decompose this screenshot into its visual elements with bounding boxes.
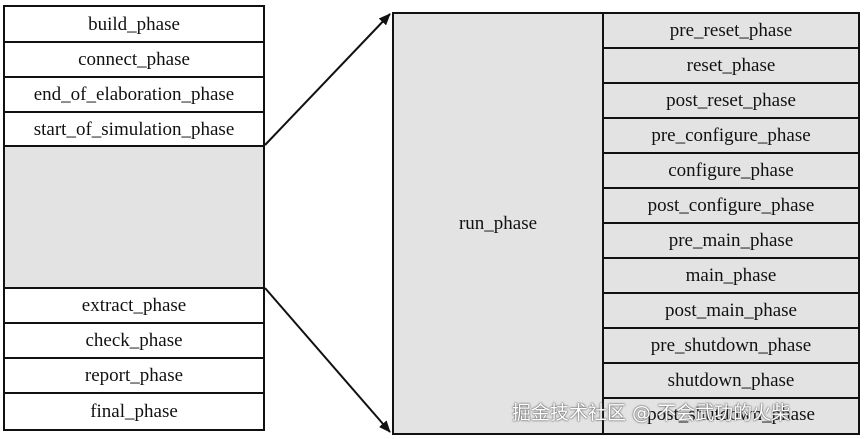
run-phase-detail: run_phase pre_reset_phase reset_phase po… (392, 12, 860, 435)
pre-configure-phase-cell: pre_configure_phase (604, 119, 858, 154)
pre-reset-phase-cell: pre_reset_phase (604, 14, 858, 49)
phase-list: build_phase connect_phase end_of_elabora… (3, 5, 265, 431)
configure-phase-cell: configure_phase (604, 154, 858, 189)
watermark-text: 掘金技术社区 @ 不会武功的火柴 (512, 402, 791, 424)
pre-main-phase-cell: pre_main_phase (604, 224, 858, 259)
build-phase-cell: build_phase (5, 7, 263, 43)
main-phase-cell: main_phase (604, 259, 858, 294)
expand-arrow-bottom (264, 287, 391, 433)
extract-phase-cell: extract_phase (5, 289, 263, 324)
final-phase-cell: final_phase (90, 401, 178, 422)
expand-arrow-top (264, 13, 391, 146)
pre-shutdown-phase-cell: pre_shutdown_phase (604, 329, 858, 364)
end-of-elaboration-phase-cell: end_of_elaboration_phase (5, 78, 263, 113)
post-main-phase-cell: post_main_phase (604, 294, 858, 329)
run-sub-phase-list: pre_reset_phase reset_phase post_reset_p… (602, 14, 858, 433)
report-phase-cell: report_phase (5, 359, 263, 394)
reset-phase-cell: reset_phase (604, 49, 858, 84)
check-phase-cell: check_phase (5, 324, 263, 359)
run-phase-label: run_phase (458, 212, 538, 234)
start-of-simulation-phase-cell: start_of_simulation_phase (5, 113, 263, 147)
connect-phase-cell: connect_phase (5, 43, 263, 78)
run-phase-placeholder (5, 147, 263, 289)
post-configure-phase-cell: post_configure_phase (604, 189, 858, 224)
post-shutdown-phase-cell: post_shutdown_phase (604, 399, 858, 433)
post-reset-phase-cell: post_reset_phase (604, 84, 858, 119)
shutdown-phase-cell: shutdown_phase (604, 364, 858, 399)
